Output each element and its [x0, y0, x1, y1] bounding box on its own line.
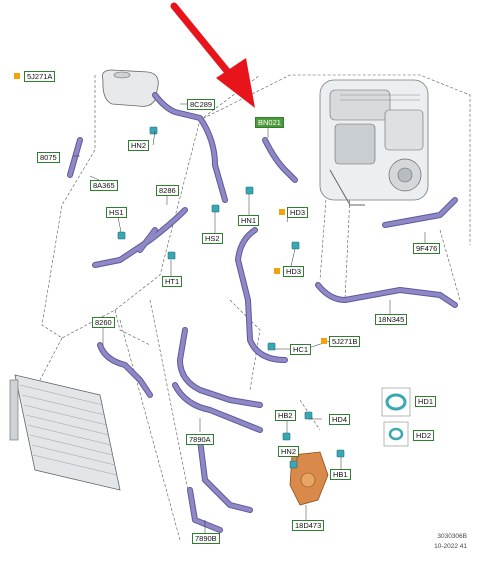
label-8260[interactable]: 8260: [92, 317, 115, 328]
dashed-guide-lines: [39, 74, 471, 541]
coolant-hoses: [67, 92, 458, 533]
label-hn2-bottom[interactable]: HN2: [278, 446, 300, 457]
label-ht1[interactable]: HT1: [162, 276, 183, 287]
hd3-bullet-b-icon: [274, 268, 280, 274]
label-hd3-a[interactable]: HD3: [287, 207, 309, 218]
label-7890b[interactable]: 7890B: [192, 533, 220, 544]
label-bn021[interactable]: BN021: [255, 117, 284, 128]
label-hn2-top[interactable]: HN2: [128, 140, 150, 151]
legend-clip-hd2-icon: [383, 421, 409, 447]
label-hd1[interactable]: HD1: [415, 396, 437, 407]
diagram-code: 3030306B: [437, 533, 467, 540]
legend-clip-hd1-icon: [381, 387, 411, 417]
legend-bullet-icon: [14, 73, 20, 79]
label-8286[interactable]: 8286: [156, 185, 179, 196]
label-5j271b[interactable]: 5J271B: [329, 336, 361, 347]
diagram-date: 10-2022 41: [434, 543, 467, 550]
label-hb1[interactable]: HB1: [330, 469, 351, 480]
engine-block: [319, 79, 429, 206]
5j271b-bullet-icon: [321, 338, 327, 344]
label-18d473[interactable]: 18D473: [292, 520, 325, 531]
label-hn1[interactable]: HN1: [238, 215, 260, 226]
label-8075[interactable]: 8075: [37, 152, 60, 163]
coolant-pump-housing: [289, 451, 329, 506]
label-hd4[interactable]: HD4: [329, 414, 351, 425]
label-hd2[interactable]: HD2: [413, 430, 435, 441]
label-hs1[interactable]: HS1: [106, 207, 127, 218]
label-hb2[interactable]: HB2: [275, 410, 296, 421]
label-7890a[interactable]: 7890A: [186, 434, 214, 445]
radiator: [9, 374, 121, 491]
red-pointer-arrow: [170, 2, 255, 108]
label-8c289[interactable]: 8C289: [187, 99, 216, 110]
label-5j271a[interactable]: 5J271A: [24, 71, 56, 82]
label-hd3-b[interactable]: HD3: [283, 266, 305, 277]
label-8a365[interactable]: 8A365: [90, 180, 118, 191]
leader-lines: [73, 103, 426, 533]
label-9f476[interactable]: 9F476: [413, 243, 441, 254]
hd3-bullet-icon: [279, 209, 285, 215]
label-hs2[interactable]: HS2: [202, 233, 223, 244]
coolant-reservoir: [102, 69, 159, 107]
hose-clips: [117, 126, 345, 469]
label-hc1[interactable]: HC1: [290, 344, 312, 355]
label-18n345[interactable]: 18N345: [375, 314, 408, 325]
